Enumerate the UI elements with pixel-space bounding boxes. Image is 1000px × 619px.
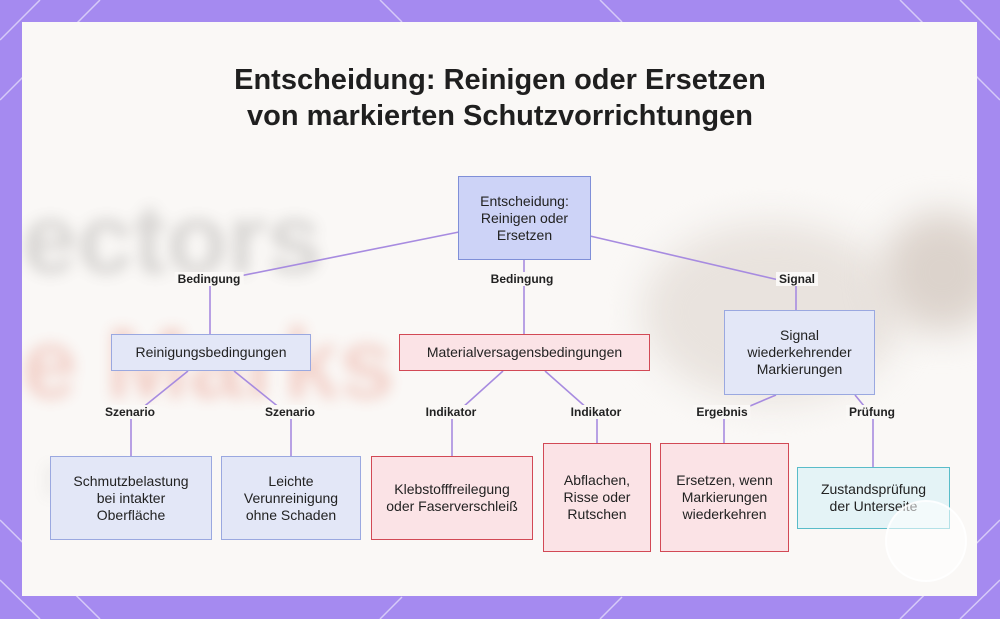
node-signal-recurring-marks: Signal wiederkehrender Markierungen [724,310,875,395]
edge-label: Szenario [262,405,318,419]
edge-root-cleaning [210,232,459,282]
edge-label: Szenario [102,405,158,419]
edge-root-signal [590,236,796,284]
node-adhesive-exposure: Klebstofffreilegung oder Faserverschleiß [371,456,533,540]
edge-label: Ergebnis [693,405,750,419]
node-root-decision: Entscheidung: Reinigen oder Ersetzen [458,176,591,260]
edge-label: Bedingung [175,272,244,286]
node-material-failure-conditions: Materialversagensbedingungen [399,334,650,371]
edge-label: Indikator [568,405,625,419]
edge-label: Signal [776,272,818,286]
node-flattening-cracks: Abflachen, Risse oder Rutschen [543,443,651,552]
node-light-contamination: Leichte Verunreinigung ohne Schaden [221,456,361,540]
node-cleaning-conditions: Reinigungsbedingungen [111,334,311,371]
node-replace-if-recurring: Ersetzen, wenn Markierungen wiederkehren [660,443,789,552]
watermark-logo [885,500,967,582]
node-dirt-load: Schmutzbelastung bei intakter Oberfläche [50,456,212,540]
edge-label: Indikator [423,405,480,419]
edge-label: Prüfung [846,405,898,419]
edge-label: Bedingung [488,272,557,286]
